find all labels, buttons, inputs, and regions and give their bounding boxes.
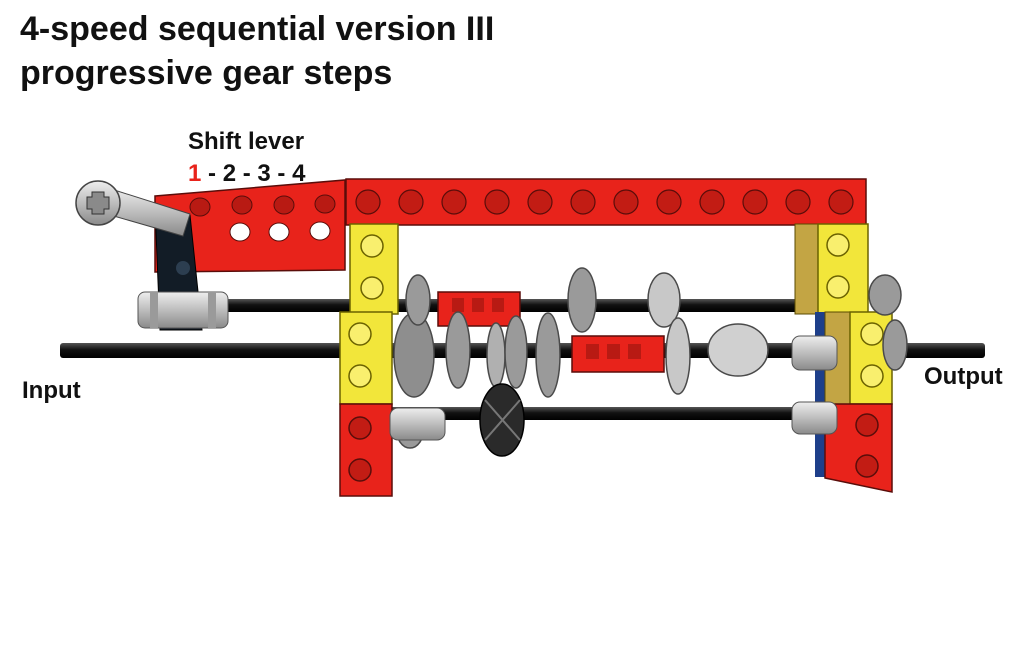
dog-clutch <box>479 383 525 457</box>
gear-icon <box>393 267 908 449</box>
right-frame <box>794 223 893 493</box>
title-line-2: progressive gear steps <box>20 54 393 92</box>
position-separator: - <box>236 160 258 187</box>
position-separator: - <box>201 160 223 187</box>
red-beam-back <box>154 179 346 273</box>
shift-drum <box>437 291 665 373</box>
shift-position-2: 2 <box>222 160 237 187</box>
shift-lever-label: Shift lever <box>188 128 305 155</box>
shift-lever-handle-icon <box>75 180 121 226</box>
shift-position-4: 4 <box>292 160 306 187</box>
shift-position-3: 3 <box>257 160 271 187</box>
left-connector <box>137 291 229 329</box>
title-line-1: 4-speed sequential version III <box>20 10 495 48</box>
position-separator: - <box>270 160 293 187</box>
left-frame <box>339 223 399 497</box>
shift-position-1: 1 <box>188 160 202 187</box>
red-beam-top <box>345 178 867 226</box>
axle-connector <box>389 335 838 441</box>
shift-positions: 1 - 2 - 3 - 4 <box>188 160 305 188</box>
output-label: Output <box>924 363 1003 390</box>
input-label: Input <box>22 377 81 404</box>
